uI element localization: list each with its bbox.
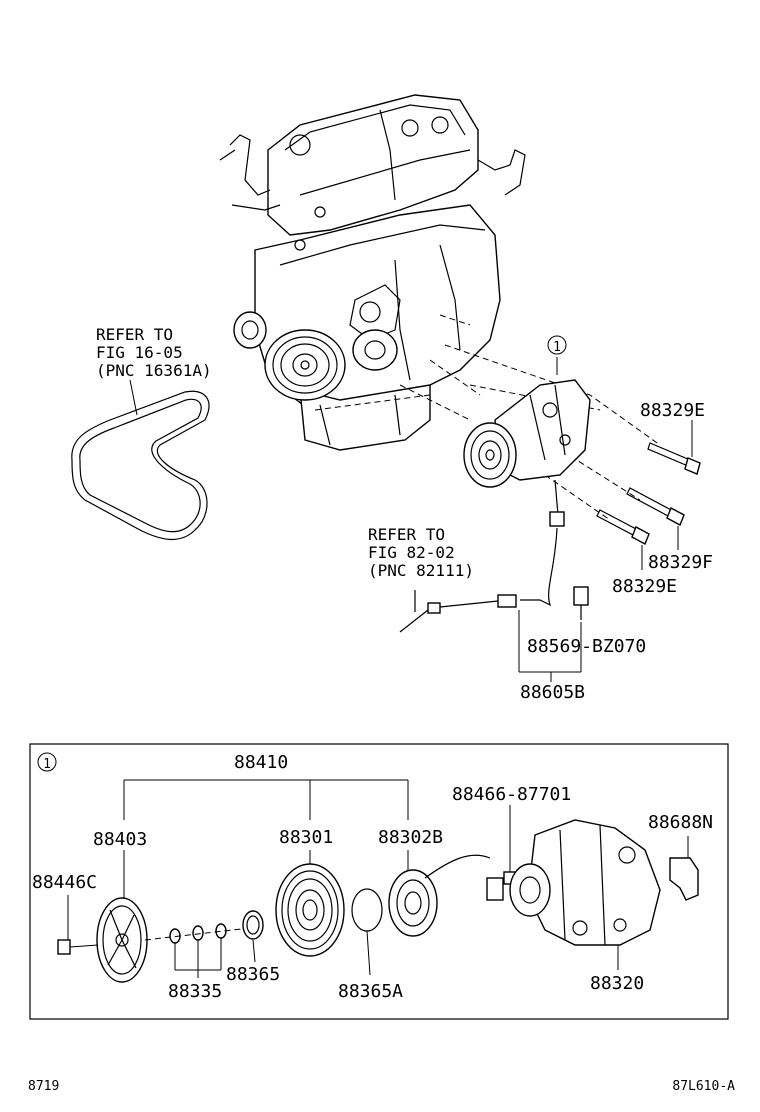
refer-belt-line1: REFER TO — [96, 325, 173, 344]
refer-wire-line1: REFER TO — [368, 525, 445, 544]
bolt-88446c-icon — [57, 939, 99, 955]
leader-88365a — [366, 930, 371, 976]
part-label-88365: 88365 — [226, 964, 280, 985]
part-label-88466-87701: 88466-87701 — [452, 784, 571, 805]
callout-circle-upper — [547, 335, 567, 355]
mounting-leaders — [314, 314, 661, 521]
part-label-88329f: 88329F — [648, 552, 713, 573]
ac-compressor-illustration — [463, 379, 591, 488]
compressor-icon — [509, 819, 661, 946]
part-label-88320: 88320 — [590, 973, 644, 994]
part-label-88688n: 88688N — [648, 812, 713, 833]
footer-left-code: 8719 — [28, 1079, 59, 1094]
part-label-88410: 88410 — [234, 752, 288, 773]
refer-wire-line2: FIG 82-02 — [368, 543, 455, 562]
part-label-88569-bz070: 88569-BZ070 — [527, 636, 646, 657]
clutch-hub-icon — [96, 897, 148, 983]
bolt-88329e-top-icon — [647, 442, 701, 475]
part-label-88605b: 88605B — [520, 682, 585, 703]
callout-number-detail: 1 — [43, 757, 51, 772]
engine-illustration — [219, 94, 526, 451]
callout-circle-detail — [37, 752, 57, 772]
leader-refer-belt — [129, 379, 138, 416]
drive-belt-icon — [71, 390, 210, 541]
wire-harness-icon — [399, 479, 589, 633]
part-label-88302b: 88302B — [378, 827, 443, 848]
bolt-88329f-icon — [626, 487, 685, 526]
snap-ring-icon — [242, 910, 264, 940]
part-label-88329e-top: 88329E — [640, 400, 705, 421]
bolt-88329e-low-icon — [596, 509, 650, 545]
detail-box — [29, 743, 729, 1020]
bracket-icon — [669, 857, 699, 901]
part-label-88403: 88403 — [93, 829, 147, 850]
snap-ring-a-icon — [351, 888, 383, 932]
refer-belt-line3: (PNC 16361A) — [96, 361, 212, 380]
footer-right-code: 87L610-A — [672, 1079, 735, 1094]
part-label-88301: 88301 — [279, 827, 333, 848]
refer-wire-line3: (PNC 82111) — [368, 561, 474, 580]
part-label-88329e-low: 88329E — [612, 576, 677, 597]
callout-number-upper: 1 — [553, 340, 561, 355]
pulley-icon — [275, 863, 345, 957]
part-label-88446c: 88446C — [32, 872, 97, 893]
refer-belt-line2: FIG 16-05 — [96, 343, 183, 362]
leader-88365 — [252, 939, 256, 963]
part-label-88365a: 88365A — [338, 981, 403, 1002]
stator-icon — [388, 854, 491, 937]
part-label-88335: 88335 — [168, 981, 222, 1002]
